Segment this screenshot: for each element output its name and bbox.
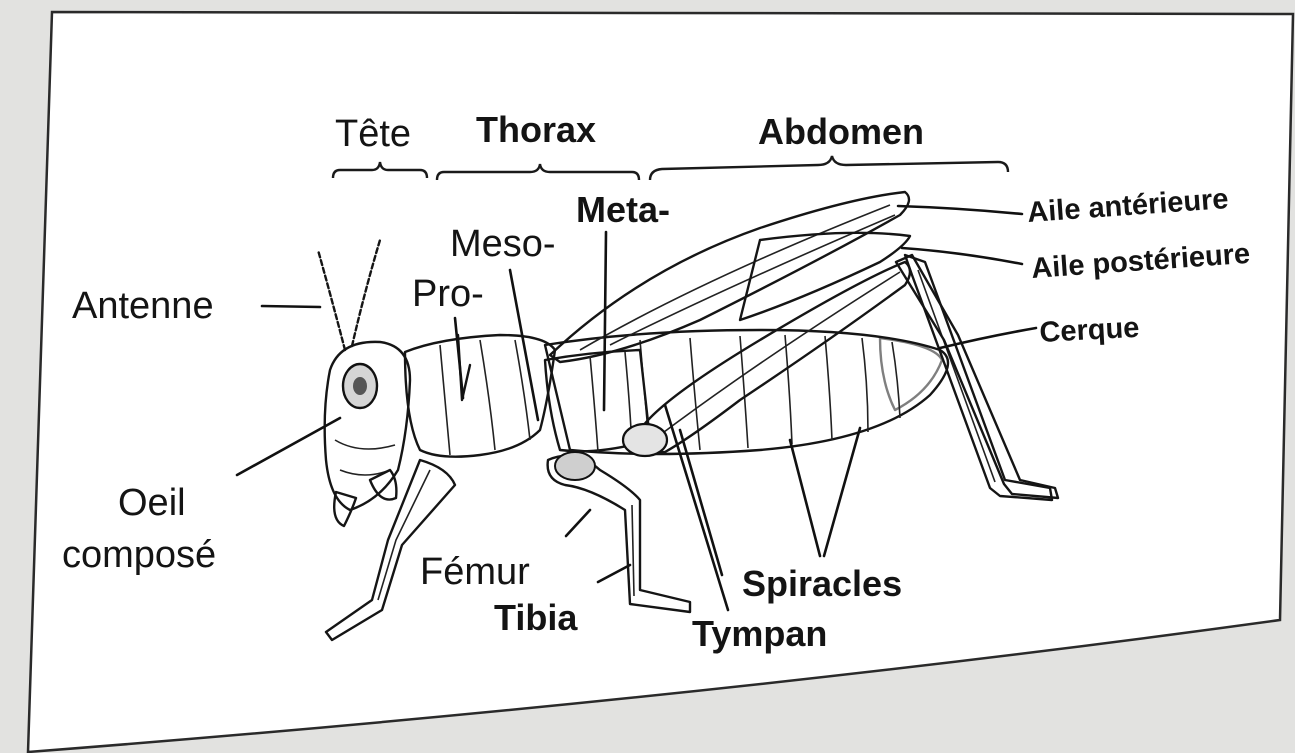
leader-antenna [262,306,320,307]
label-tibia: Tibia [494,597,578,638]
label-tympanum: Tympan [692,613,827,654]
region-label-abdomen: Abdomen [758,111,924,152]
label-cercus: Cerque [1039,312,1140,349]
label-femur: Fémur [420,551,530,593]
region-label-thorax: Thorax [476,109,596,150]
label-eye-line2: composé [62,534,216,576]
label-spiracles: Spiracles [742,563,902,604]
label-metathorax: Meta- [576,189,670,230]
label-prothorax: Pro- [412,273,484,315]
label-mesothorax: Meso- [450,223,556,265]
region-label-head: Tête [335,113,411,155]
label-antenna: Antenne [72,285,214,327]
tympanum [623,424,667,456]
sheet-card [28,12,1293,752]
label-eye-line1: Oeil [118,482,186,524]
